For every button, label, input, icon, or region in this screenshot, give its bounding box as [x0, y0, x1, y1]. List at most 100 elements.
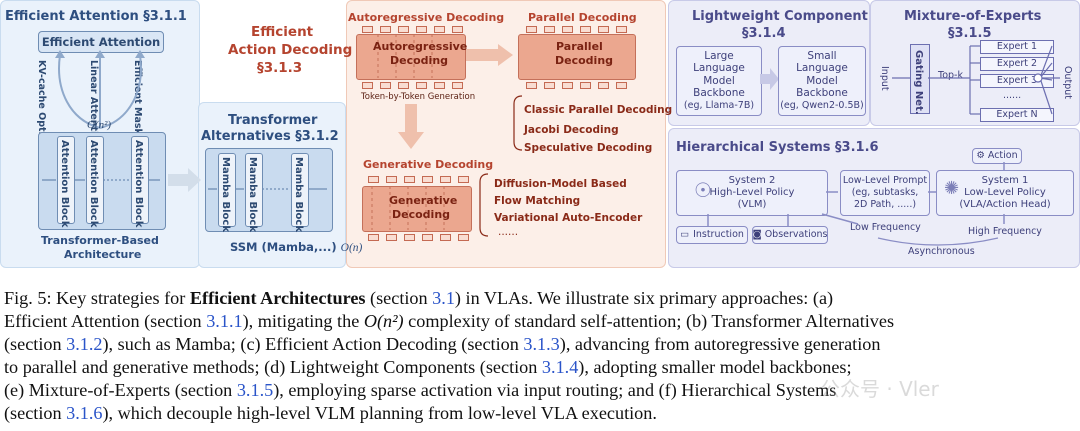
action-decoding-title-line1: Efficient: [251, 24, 314, 40]
parallel-box: [518, 34, 636, 80]
caption-text: ), mitigating the: [242, 311, 364, 331]
prompt-line3: 2D Path, .....): [853, 199, 917, 210]
attention-block-3-label: Attention Block: [133, 140, 144, 228]
caption-text: ), adopting smaller model backbones;: [578, 357, 852, 377]
high-frequency-label: High Frequency: [968, 226, 1042, 237]
large-line1: Large: [704, 49, 734, 62]
transformer-alternatives-title-line2: Alternatives §3.1.2: [201, 129, 339, 144]
autoregressive-box: [356, 34, 466, 80]
ssm-footer-text: SSM (Mamba,...): [230, 240, 341, 254]
hierarchical-title: Hierarchical Systems §3.1.6: [676, 140, 879, 155]
action-decoding-title-line2: Action Decoding: [228, 42, 353, 58]
ar-token-bot-2: [380, 82, 391, 89]
observations-label: Observations: [764, 228, 828, 240]
caption-line: (e) Mixture-of-Experts (section 3.1.5), …: [4, 379, 1076, 402]
instruction-label: Instruction: [693, 228, 744, 240]
small-line1: Small: [807, 49, 837, 62]
expert-1: Expert 1: [980, 40, 1054, 54]
par-token-bot-3: [562, 82, 573, 89]
ar-token-top-6: [452, 26, 463, 33]
small-line5: (eg, Qwen2-0.5B): [780, 99, 864, 111]
mamba-block-1: [218, 153, 236, 227]
gen-token-bot-3: [404, 234, 415, 241]
attention-branch-arrows: [55, 50, 145, 129]
system1-line1: System 1: [981, 175, 1029, 186]
observations-box: ◙Observations: [752, 226, 828, 244]
small-line4: Backbone: [796, 87, 848, 100]
caption-math: O(n²): [363, 311, 404, 331]
par-token-bot-6: [616, 82, 627, 89]
transformer-footer-line1: Transformer-Based: [41, 234, 159, 247]
gen-token-top-4: [422, 176, 433, 183]
system1-icon: ✺: [944, 178, 960, 198]
par-token-top-2: [544, 26, 555, 33]
section-ref-link[interactable]: 3.1.4: [541, 357, 579, 377]
generative-method-2: Flow Matching: [494, 195, 581, 207]
generative-method-bracket: [479, 173, 489, 237]
mamba-block-3-label: Mamba Block: [293, 157, 304, 233]
attention-block-1-label: Attention Block: [59, 140, 70, 228]
gen-token-top-3: [404, 176, 415, 183]
par-token-bot-1: [526, 82, 537, 89]
section-ref-link[interactable]: 3.1.3: [523, 334, 560, 354]
moe-routing-lines: [892, 45, 1060, 115]
transformer-alternatives-title-line1: Transformer: [228, 113, 318, 128]
ssm-complexity: O(n): [340, 242, 363, 254]
large-backbone-box: Large Language Model Backbone (eg, Llama…: [676, 46, 762, 116]
moe-topk-label: Top-k: [938, 70, 963, 81]
small-line3: Model: [806, 74, 838, 87]
attention-complexity: O(n²): [87, 119, 112, 131]
caption-text: ), which decouple high-level VLM plannin…: [102, 403, 657, 423]
section-ref-link[interactable]: 3.1.5: [236, 380, 274, 400]
system2-line3: (VLM): [737, 199, 767, 210]
section-ref-link[interactable]: 3.1.6: [66, 403, 103, 423]
moe-title-line2: §3.1.5: [948, 26, 992, 41]
par-token-top-1: [526, 26, 537, 33]
parallel-box-line1: Parallel: [556, 40, 603, 53]
gen-token-bot-6: [458, 234, 469, 241]
action-icon: ⚙: [976, 149, 985, 161]
mamba-flow-arrows: [208, 188, 327, 190]
mamba-block-1-label: Mamba Block: [220, 157, 231, 233]
par-token-bot-2: [544, 82, 555, 89]
caption-text: ), employing sparse activation via input…: [273, 380, 837, 400]
gen-token-top-2: [386, 176, 397, 183]
low-frequency-label: Low Frequency: [850, 222, 921, 233]
figure-caption: Fig. 5: Key strategies for Efficient Arc…: [4, 287, 1076, 425]
action-box: ⚙Action: [972, 148, 1022, 164]
section-ref-link[interactable]: 3.1: [432, 288, 455, 308]
gen-token-top-5: [440, 176, 451, 183]
caption-line: Fig. 5: Key strategies for Efficient Arc…: [4, 287, 1076, 310]
ar-token-top-4: [416, 26, 427, 33]
system2-box: System 2 High-Level Policy (VLM): [676, 170, 828, 216]
watermark: 公众号 · Vler: [820, 377, 939, 401]
action-decoding-title-line3: §3.1.3: [257, 60, 303, 76]
ar-token-top-1: [362, 26, 373, 33]
caption-text: to parallel and generative methods; (d) …: [4, 357, 542, 377]
branch-kv-cache-label: KV-cache Optimizations: [36, 60, 47, 187]
caption-text: ), such as Mamba; (c) Efficient Action D…: [102, 334, 524, 354]
section-ref-link[interactable]: 3.1.2: [66, 334, 103, 354]
system1-line3: (VLA/Action Head): [959, 199, 1051, 210]
large-line5: (eg, Llama-7B): [683, 99, 755, 111]
parallel-method-bracket: [513, 95, 523, 151]
parallel-header: Parallel Decoding: [528, 11, 637, 24]
large-to-small-arrow: [760, 68, 779, 90]
caption-text: ) in VLAs. We illustrate six primary app…: [454, 288, 834, 308]
attention-block-2-label: Attention Block: [88, 140, 99, 228]
parallel-box-line2: Decoding: [555, 54, 614, 67]
moe-title-line1: Mixture-of-Experts: [904, 9, 1042, 24]
lightweight-title-line2: §3.1.4: [742, 26, 786, 41]
branch-linear-attention: Linear Attention: [88, 60, 99, 148]
gen-token-bot-4: [422, 234, 433, 241]
ar-token-top-3: [398, 26, 409, 33]
section-ref-link[interactable]: 3.1.1: [206, 311, 243, 331]
ar-token-bot-5: [434, 82, 445, 89]
efficient-attention-title: Efficient Attention §3.1.1: [5, 9, 187, 24]
hierarchical-connectors: [707, 162, 1005, 246]
system1-line2: Low-Level Policy: [964, 187, 1046, 198]
generative-method-3: Variational Auto-Encoder: [494, 212, 643, 224]
ar-token-bot-3: [398, 82, 409, 89]
attention-flow-arrows: [42, 179, 160, 181]
lightweight-title-line1: Lightweight Component: [692, 9, 868, 24]
